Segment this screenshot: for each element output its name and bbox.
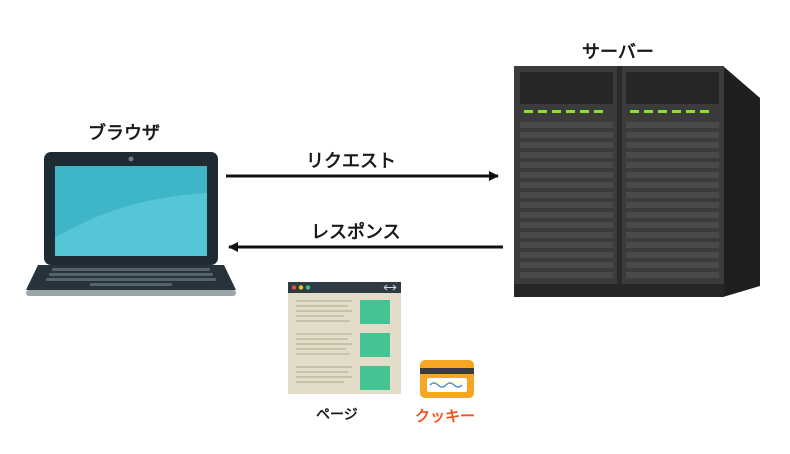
response-label: レスポンス xyxy=(311,222,401,243)
cookie-card-icon xyxy=(420,360,474,398)
cookie-label: クッキー xyxy=(415,407,476,425)
request-label: リクエスト xyxy=(306,151,396,172)
web-page-icon xyxy=(288,282,401,394)
browser-label: ブラウザ xyxy=(88,123,160,144)
server-label: サーバー xyxy=(582,42,654,63)
page-label: ページ xyxy=(316,407,358,423)
server-icon xyxy=(514,66,760,297)
laptop-icon xyxy=(26,152,236,296)
